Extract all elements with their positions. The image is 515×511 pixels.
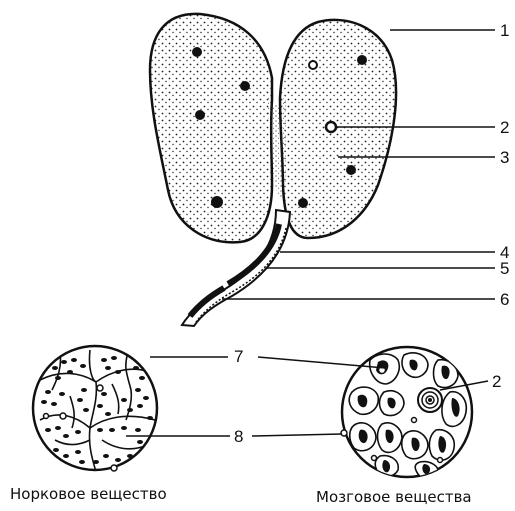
right-lobe [280, 20, 396, 238]
dark-spot [346, 165, 356, 175]
hassall-body [418, 388, 442, 412]
thymus-lobes [150, 14, 396, 242]
medulla-circle [341, 347, 472, 479]
label-7: 7 [234, 347, 243, 366]
cortex-caption: Норковое вещество [10, 485, 167, 503]
label-6: 6 [500, 290, 509, 309]
dark-spot [192, 47, 202, 57]
label-8: 8 [234, 427, 243, 446]
ring-spot [326, 122, 336, 132]
cortex-circle [33, 346, 157, 472]
label-1: 1 [500, 21, 509, 40]
dark-spot [195, 110, 205, 120]
label-2-medulla: 2 [492, 372, 501, 391]
dark-spot [211, 196, 223, 208]
medulla-caption: Мозговое вещества [316, 488, 472, 506]
label-2: 2 [500, 118, 509, 137]
ring-spot [309, 61, 317, 69]
dark-spot [357, 55, 367, 65]
dark-spot [298, 198, 308, 208]
label-3: 3 [500, 148, 509, 167]
label-5: 5 [500, 259, 509, 278]
left-lobe [150, 14, 272, 242]
dark-spot [240, 81, 250, 91]
